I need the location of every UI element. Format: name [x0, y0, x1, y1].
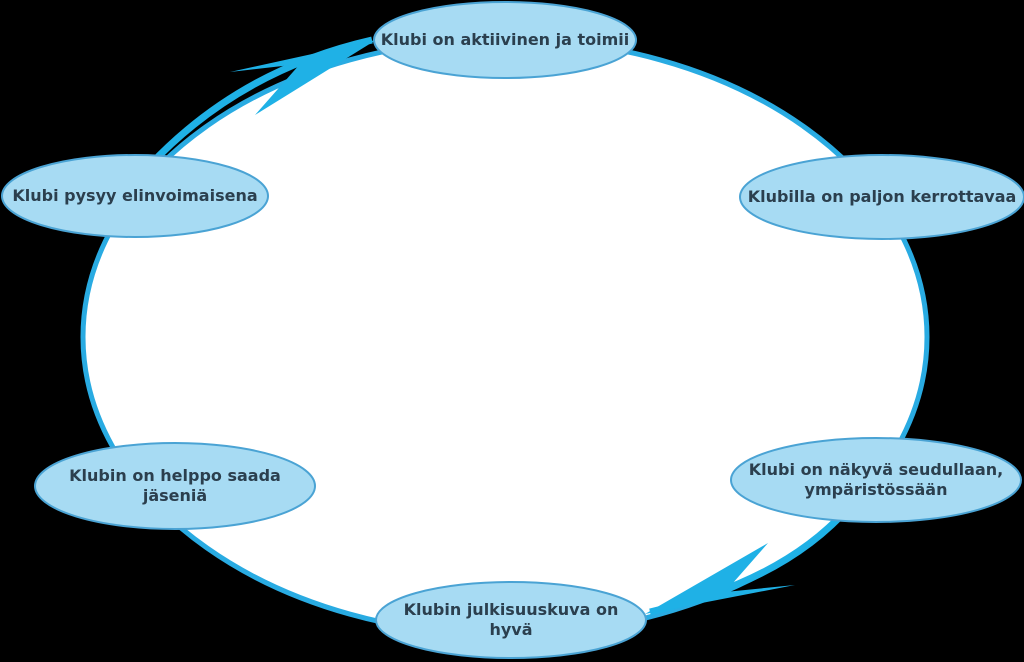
node-right-lower-shape [730, 437, 1022, 523]
node-right-upper-shape [739, 154, 1024, 240]
node-left-upper-shape [1, 154, 269, 238]
node-top-shape [373, 1, 637, 79]
node-left-lower-shape [34, 442, 316, 530]
cycle-ring [80, 36, 930, 638]
arrow-top-left [147, 36, 376, 168]
node-bottom-shape [375, 581, 647, 659]
